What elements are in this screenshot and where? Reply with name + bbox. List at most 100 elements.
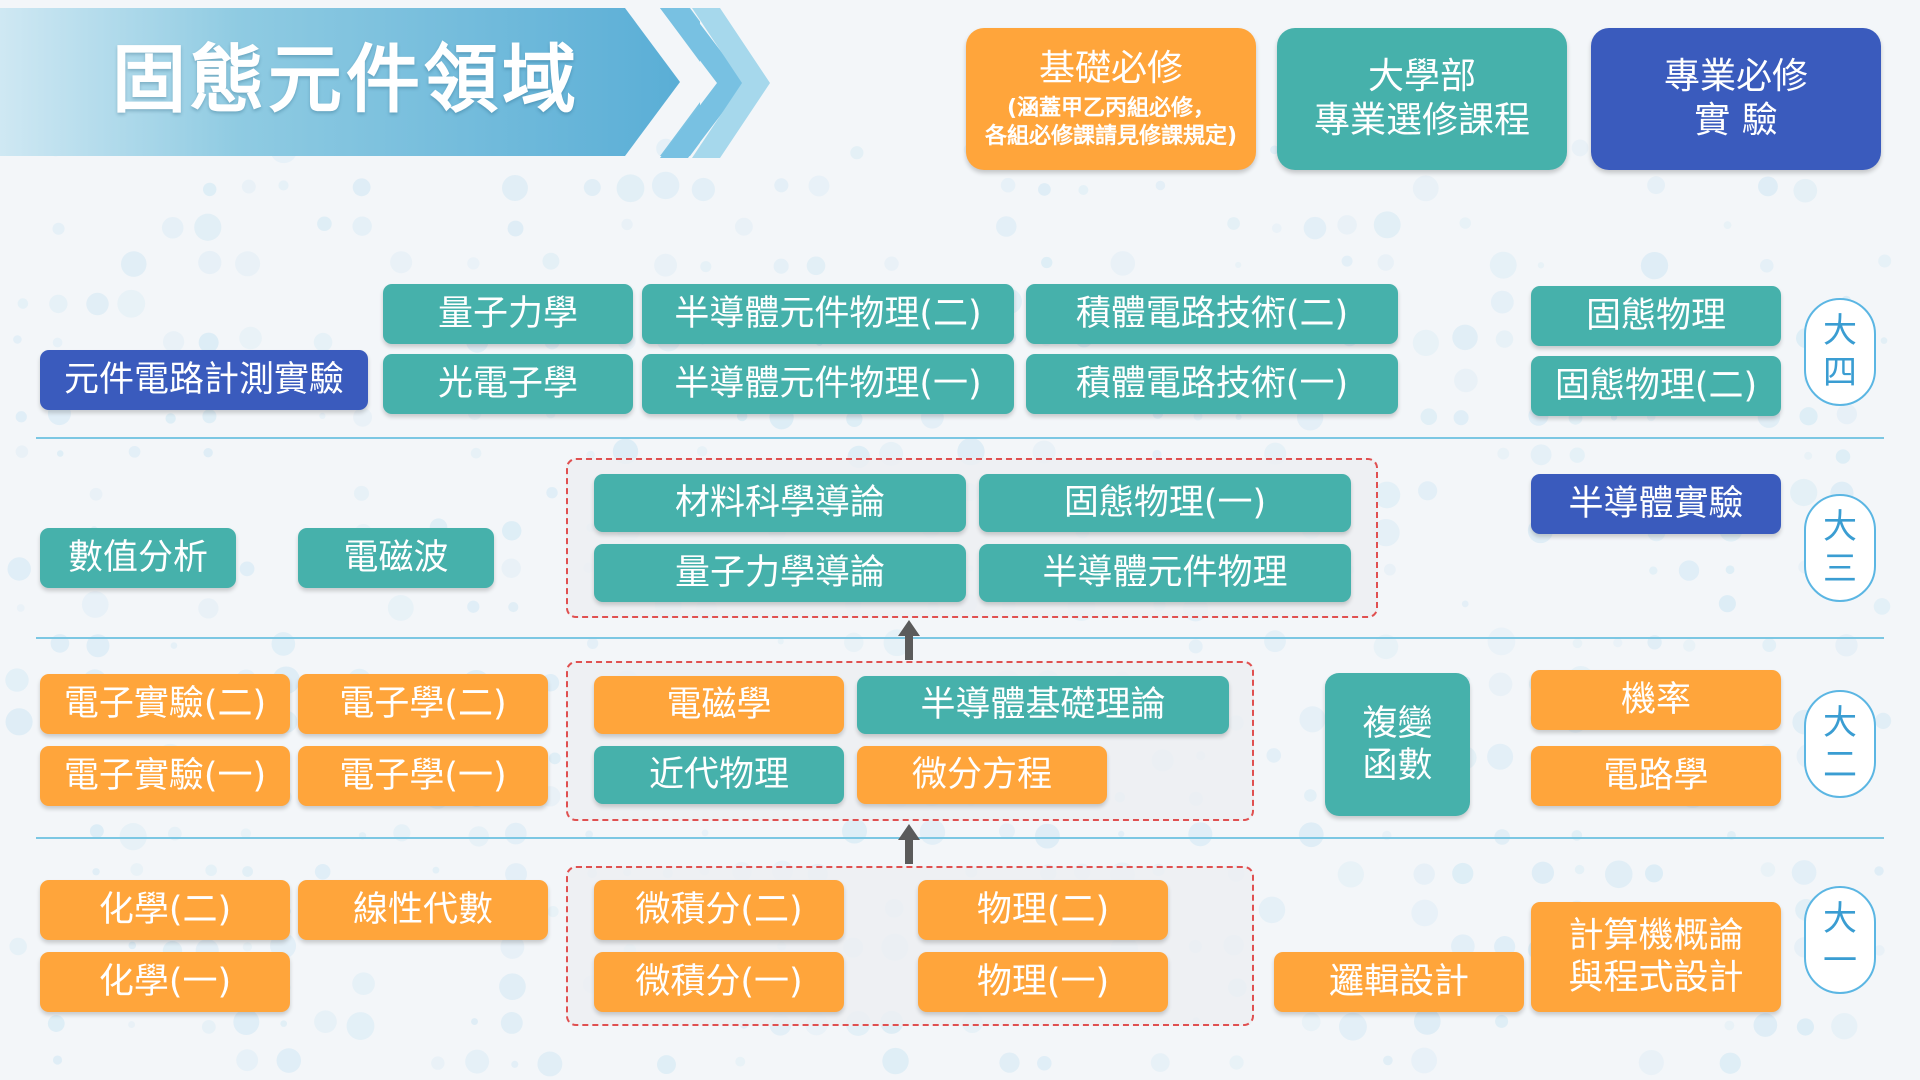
background-dot bbox=[511, 1060, 519, 1068]
background-dot bbox=[1647, 176, 1666, 195]
background-dot bbox=[120, 251, 147, 277]
course-chemistry-1: 化學(一) bbox=[40, 952, 290, 1012]
background-dot bbox=[842, 818, 867, 844]
background-dot bbox=[271, 632, 296, 656]
background-dot bbox=[616, 174, 645, 203]
background-dot bbox=[548, 752, 561, 765]
background-dot bbox=[205, 864, 217, 877]
background-dot bbox=[1339, 1012, 1367, 1041]
background-dot bbox=[314, 863, 331, 880]
background-dot bbox=[353, 485, 370, 501]
background-dot bbox=[1875, 712, 1892, 729]
background-dot bbox=[1258, 896, 1286, 924]
background-dot bbox=[773, 258, 789, 274]
legend-label: 大學部 bbox=[1367, 56, 1476, 97]
background-dot bbox=[314, 1010, 337, 1034]
background-dot bbox=[1490, 290, 1514, 314]
background-dot bbox=[203, 447, 213, 458]
course-ic-tech-1: 積體電路技術(一) bbox=[1026, 354, 1398, 414]
background-dot bbox=[735, 1056, 746, 1067]
background-dot bbox=[352, 972, 375, 996]
year-char: 大 bbox=[1823, 703, 1857, 743]
background-dot bbox=[5, 668, 29, 692]
course-semi-device-physics-1: 半導體元件物理(一) bbox=[642, 354, 1014, 414]
background-dot bbox=[500, 935, 525, 959]
course-electronics-1: 電子學(一) bbox=[298, 746, 548, 806]
background-dot bbox=[1229, 1055, 1244, 1070]
background-dot bbox=[882, 1047, 909, 1075]
background-dot bbox=[1188, 822, 1213, 847]
background-dot bbox=[999, 823, 1015, 840]
course-intro-computer-programming: 計算機概論 與程式設計 bbox=[1531, 902, 1781, 1012]
background-dot bbox=[1152, 449, 1162, 460]
background-dot bbox=[1304, 789, 1317, 802]
course-chemistry-2: 化學(二) bbox=[40, 880, 290, 940]
background-dot bbox=[585, 830, 593, 839]
background-dot bbox=[1264, 630, 1286, 653]
background-dot bbox=[587, 637, 599, 650]
background-dot bbox=[89, 824, 104, 839]
background-dot bbox=[431, 1056, 445, 1070]
background-dot bbox=[1034, 823, 1060, 849]
background-dot bbox=[774, 178, 789, 193]
background-dot bbox=[198, 332, 219, 353]
background-dot bbox=[313, 332, 333, 352]
background-dot bbox=[162, 331, 185, 353]
background-dot bbox=[233, 1009, 260, 1035]
background-dot bbox=[1874, 866, 1884, 876]
background-dot bbox=[1301, 1012, 1321, 1032]
background-dot bbox=[1271, 223, 1282, 234]
background-dot bbox=[198, 598, 219, 619]
background-dot bbox=[1791, 860, 1817, 885]
background-dot bbox=[691, 177, 715, 202]
course-quantum-mechanics: 量子力學 bbox=[383, 284, 633, 344]
background-dot bbox=[1298, 822, 1324, 848]
background-dot bbox=[119, 823, 147, 851]
background-dot bbox=[1725, 565, 1735, 575]
background-dot bbox=[501, 521, 522, 541]
legend-note: 各組必修課請見修課規定) bbox=[984, 124, 1238, 149]
background-dot bbox=[1188, 639, 1203, 654]
background-dot bbox=[194, 213, 222, 241]
legend-undergrad-elective: 大學部 專業選修課程 bbox=[1277, 28, 1567, 170]
course-complex-functions: 複變 函數 bbox=[1325, 673, 1470, 816]
background-dot bbox=[239, 326, 262, 350]
background-dot bbox=[1383, 563, 1396, 576]
course-electronics-lab-1: 電子實驗(一) bbox=[40, 746, 290, 806]
course-solid-state-physics: 固態物理 bbox=[1531, 286, 1781, 346]
background-dot bbox=[501, 558, 521, 578]
course-circuits: 電路學 bbox=[1531, 746, 1781, 806]
background-dot bbox=[161, 216, 184, 239]
year-badge-2: 大 二 bbox=[1804, 690, 1876, 798]
background-dot bbox=[919, 819, 946, 845]
background-dot bbox=[1753, 1013, 1778, 1037]
background-dot bbox=[1638, 1049, 1664, 1076]
background-dot bbox=[1572, 638, 1583, 649]
up-arrow-icon bbox=[898, 620, 920, 660]
page-title: 固態元件領域 bbox=[112, 37, 580, 123]
background-dot bbox=[1878, 254, 1892, 268]
background-dot bbox=[1831, 1013, 1858, 1040]
background-dot bbox=[1110, 251, 1136, 276]
course-linear-algebra: 線性代數 bbox=[298, 880, 548, 940]
background-dot bbox=[241, 179, 256, 194]
course-logic-design: 邏輯設計 bbox=[1274, 952, 1524, 1012]
background-dot bbox=[128, 1021, 136, 1028]
background-dot bbox=[696, 446, 708, 457]
background-dot bbox=[499, 973, 526, 1000]
legend-label: 實 驗 bbox=[1694, 100, 1778, 141]
background-dot bbox=[52, 222, 65, 235]
background-dot bbox=[467, 257, 480, 270]
background-dot bbox=[1487, 627, 1516, 656]
background-dot bbox=[352, 178, 371, 197]
course-optoelectronics: 光電子學 bbox=[383, 354, 633, 414]
background-dot bbox=[346, 1012, 375, 1040]
background-dot bbox=[1453, 410, 1469, 426]
course-label-line: 函數 bbox=[1362, 745, 1433, 786]
background-dot bbox=[1383, 1055, 1393, 1066]
background-dot bbox=[1613, 638, 1623, 648]
background-dot bbox=[1495, 1014, 1509, 1028]
year-badge-4: 大 四 bbox=[1804, 298, 1876, 406]
background-dot bbox=[1571, 139, 1589, 157]
background-dot bbox=[1796, 1018, 1815, 1036]
